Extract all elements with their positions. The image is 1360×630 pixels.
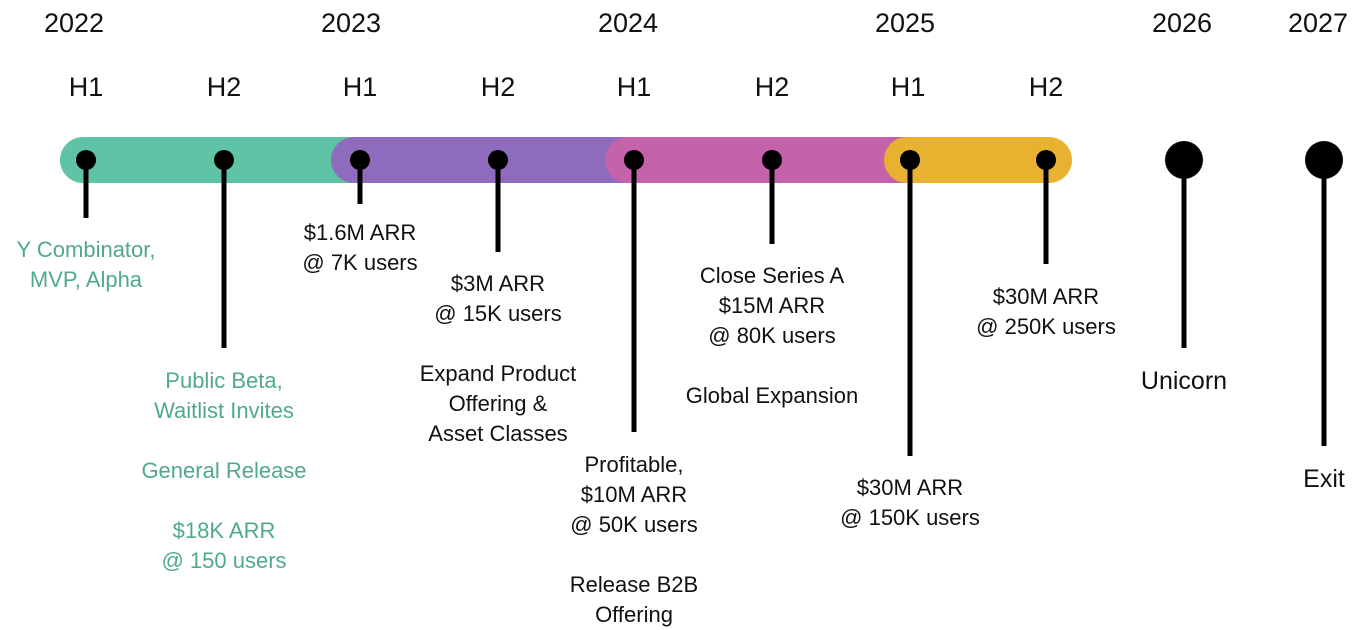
year-label: 2022 [43, 8, 105, 38]
year-label: 2026 [1151, 8, 1213, 38]
milestone-dot [900, 150, 920, 170]
milestone-label: Y Combinator, MVP, Alpha [16, 237, 156, 292]
milestone-dot [762, 150, 782, 170]
year-label: 2027 [1287, 8, 1349, 38]
milestone-stem [1181, 160, 1187, 348]
milestone-dot [1036, 150, 1056, 170]
milestone-dot [624, 150, 644, 170]
milestone-stem [631, 160, 637, 432]
milestone-dot [214, 150, 234, 170]
half-year-label: H1 [342, 72, 378, 102]
milestone-dot [76, 150, 96, 170]
year-label: 2023 [320, 8, 382, 38]
milestone-stem [1321, 160, 1327, 446]
milestone-dot [488, 150, 508, 170]
milestone-label: Exit [1303, 465, 1345, 493]
milestone-dot-large [1165, 141, 1203, 179]
half-year-label: H1 [616, 72, 652, 102]
milestone-dot-large [1305, 141, 1343, 179]
half-year-label: H2 [480, 72, 516, 102]
half-year-label: H2 [1028, 72, 1064, 102]
milestone-label: $3M ARR @ 15K users Expand Product Offer… [419, 271, 577, 446]
milestone-stem [769, 160, 775, 244]
half-year-label: H1 [890, 72, 926, 102]
milestone-stem [1043, 160, 1049, 264]
milestone-stem [83, 160, 89, 218]
milestone-stem [495, 160, 501, 252]
milestone-stem [907, 160, 913, 456]
year-label: 2024 [597, 8, 659, 38]
milestone-label: Unicorn [1140, 367, 1228, 395]
milestone-label: Close Series A $15M ARR @ 80K users Glob… [685, 263, 859, 408]
half-year-label: H1 [68, 72, 104, 102]
milestone-stem [221, 160, 227, 348]
milestone-label: $30M ARR @ 250K users [976, 284, 1116, 339]
year-label: 2025 [874, 8, 936, 38]
half-year-label: H2 [754, 72, 790, 102]
milestone-label: $1.6M ARR @ 7K users [302, 220, 418, 275]
half-year-label: H2 [206, 72, 242, 102]
milestone-stem [357, 160, 363, 204]
milestone-label: Public Beta, Waitlist Invites General Re… [141, 368, 307, 573]
milestone-label: Profitable, $10M ARR @ 50K users Release… [569, 452, 699, 627]
milestone-dot [350, 150, 370, 170]
milestone-label: $30M ARR @ 150K users [840, 475, 980, 530]
